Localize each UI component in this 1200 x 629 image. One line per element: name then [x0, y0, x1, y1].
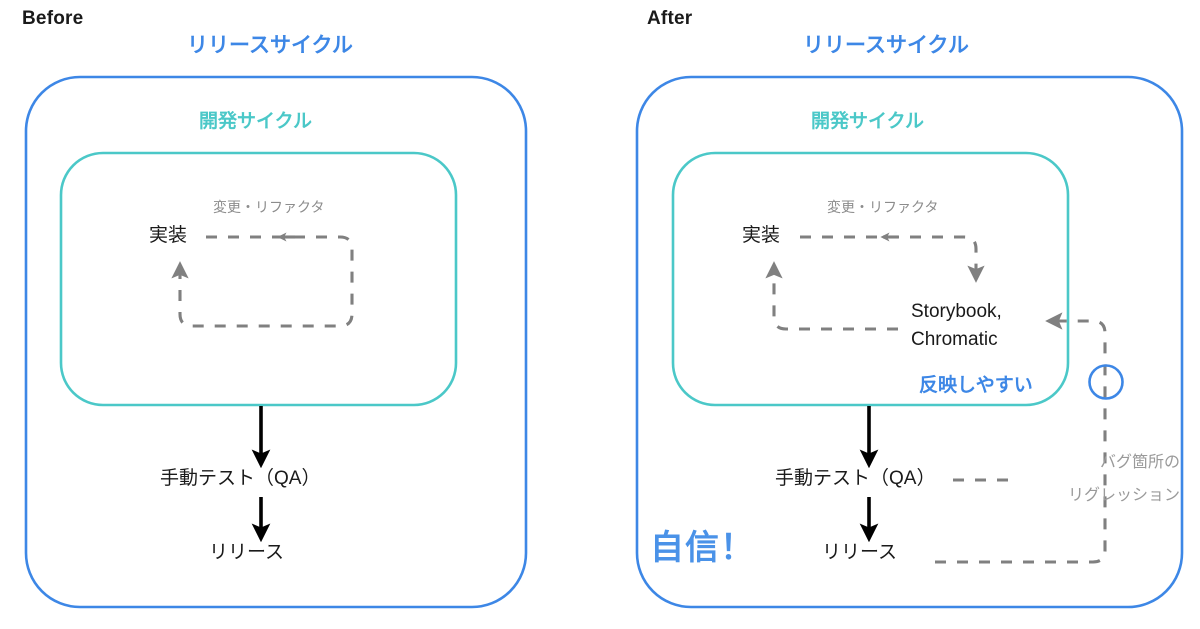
after-refactor-label: 変更・リファクタ: [827, 199, 939, 215]
before-panel-title: Before: [22, 8, 84, 29]
after-bug-regression-label-line2: リグレッション: [1067, 487, 1180, 504]
after-confidence-label: 自信！: [650, 529, 755, 567]
before-dev-cycle-box: [59, 151, 458, 407]
after-node-implement: 実装: [742, 225, 781, 246]
after-release-cycle-label: リリースサイクル: [803, 34, 969, 57]
after-node-release: リリース: [822, 542, 898, 563]
before-refactor-loop: [171, 235, 354, 328]
after-refactor-loop-top: [800, 235, 985, 283]
after-node-manual-test: 手動テスト（QA）: [775, 468, 936, 489]
before-dev-cycle-label: 開発サイクル: [199, 111, 313, 132]
after-bug-regression-path: [935, 312, 1107, 564]
after-node-storybook-line1: Storybook,: [911, 301, 1002, 322]
before-node-implement: 実装: [149, 225, 188, 246]
after-panel-shapes: [635, 75, 1184, 609]
after-easy-to-reflect-label: 反映しやすい: [919, 375, 1033, 396]
before-refactor-label: 変更・リファクタ: [213, 199, 325, 215]
after-dev-cycle-label: 開発サイクル: [811, 111, 925, 132]
after-release-cycle-box: [635, 75, 1184, 609]
after-refactor-loop-bottom: [765, 261, 898, 331]
after-node-storybook-line2: Chromatic: [911, 329, 998, 350]
before-node-release: リリース: [209, 542, 285, 563]
before-release-cycle-box: [24, 75, 528, 609]
after-bug-regression-label-line1: バグ箇所の: [1099, 454, 1180, 471]
after-dev-cycle-box: [671, 151, 1070, 407]
before-release-cycle-label: リリースサイクル: [187, 34, 353, 57]
before-panel-shapes: [24, 75, 528, 609]
callout-circle-icon: [1088, 364, 1124, 400]
after-panel-title: After: [647, 8, 693, 29]
before-node-manual-test: 手動テスト（QA）: [160, 468, 321, 489]
